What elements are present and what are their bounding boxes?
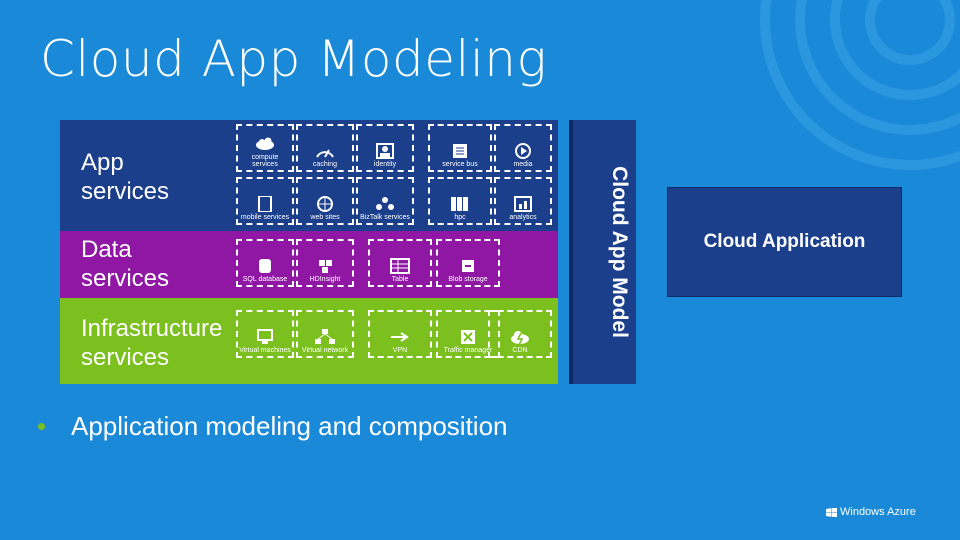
windows-flag-icon — [826, 507, 837, 517]
analytics-icon — [512, 196, 534, 212]
tile-label: caching — [312, 161, 338, 168]
tile-vpn[interactable]: VPN — [368, 310, 432, 358]
footer-logo-text: Windows Azure — [840, 506, 916, 518]
tile-label: mobile services — [240, 214, 290, 221]
tile-identity[interactable]: identity — [356, 124, 414, 172]
data-label-line2: services — [81, 265, 170, 292]
tile-traffic-manager[interactable]: Traffic manager — [436, 310, 500, 358]
sql-database-icon — [254, 258, 276, 274]
tile-media[interactable]: media — [494, 124, 552, 172]
infra-label-line1: Infrastructure — [81, 315, 223, 342]
page-title: Cloud App Modeling — [40, 30, 547, 88]
caching-icon — [314, 143, 336, 159]
tile-service-bus[interactable]: service bus — [428, 124, 492, 172]
hpc-icon — [449, 196, 471, 212]
tile-virtual-machines[interactable]: Virtual machines — [236, 310, 294, 358]
tile-analytics[interactable]: analytics — [494, 177, 552, 225]
biztalk-icon — [374, 196, 396, 212]
tile-label: compute services — [251, 154, 279, 168]
identity-icon — [374, 143, 396, 159]
tile-label: Virtual network — [301, 347, 349, 354]
tile-web-sites[interactable]: web sites — [296, 177, 354, 225]
tile-compute-services[interactable]: compute services — [236, 124, 294, 172]
table-icon — [389, 258, 411, 274]
tile-cdn[interactable]: CDN — [488, 310, 552, 358]
tile-label: Blob storage — [448, 276, 488, 283]
bullet-item: Application modeling and composition — [38, 411, 508, 442]
tile-table[interactable]: Table — [368, 239, 432, 287]
tile-label: media — [513, 161, 533, 168]
web-sites-icon — [314, 196, 336, 212]
tile-caching[interactable]: caching — [296, 124, 354, 172]
tile-label: analytics — [509, 214, 537, 221]
media-icon — [512, 143, 534, 159]
tile-label: CDN — [512, 347, 528, 354]
cloud-app-model-bar: Cloud App Model — [569, 120, 636, 384]
service-bus-icon — [449, 143, 471, 159]
tile-label: VPN — [392, 347, 408, 354]
blob-storage-icon — [457, 258, 479, 274]
cloud-app-model-label: Cloud App Model — [608, 166, 631, 338]
data-services-label: Data services — [81, 235, 169, 293]
background-arcs — [760, 0, 960, 170]
tile-label: web sites — [310, 214, 340, 221]
app-services-band: App services compute services caching id… — [60, 120, 558, 231]
infrastructure-services-band: Infrastructure services Virtual machines… — [60, 298, 558, 384]
app-label-line2: services — [81, 178, 170, 205]
tile-label: SQL database — [242, 276, 288, 283]
tile-label: Traffic manager — [443, 347, 493, 354]
bullet-text: Application modeling and composition — [71, 411, 508, 441]
infrastructure-services-label: Infrastructure services — [81, 314, 222, 372]
hdinsight-icon — [314, 258, 336, 274]
infra-label-line2: services — [81, 344, 170, 371]
tile-mobile-services[interactable]: mobile services — [236, 177, 294, 225]
tile-label: hpc — [454, 214, 466, 221]
traffic-manager-icon — [457, 329, 479, 345]
tile-sql-database[interactable]: SQL database — [236, 239, 294, 287]
app-services-label: App services — [81, 148, 169, 206]
tile-label: Virtual machines — [239, 347, 291, 354]
tile-hpc[interactable]: hpc — [428, 177, 492, 225]
tile-label: identity — [373, 161, 397, 168]
cloud-application-label: Cloud Application — [703, 231, 866, 252]
tile-label: Table — [391, 276, 409, 283]
cdn-icon — [509, 329, 531, 345]
vpn-icon — [389, 329, 411, 345]
bullet-dot-icon — [38, 423, 45, 430]
tile-label: BizTalk services — [360, 214, 410, 221]
tile-blob-storage[interactable]: Blob storage — [436, 239, 500, 287]
virtual-machines-icon — [254, 329, 276, 345]
mobile-icon — [254, 196, 276, 212]
cloud-application-box: Cloud Application — [667, 187, 902, 297]
virtual-network-icon — [314, 329, 336, 345]
tile-biztalk-services[interactable]: BizTalk services — [356, 177, 414, 225]
tile-label: service bus — [442, 161, 478, 168]
windows-azure-logo: Windows Azure — [826, 506, 916, 518]
tile-label: HDInsight — [309, 276, 341, 283]
compute-icon — [254, 136, 276, 152]
app-label-line1: App — [81, 149, 124, 176]
tile-virtual-network[interactable]: Virtual network — [296, 310, 354, 358]
tile-hdinsight[interactable]: HDInsight — [296, 239, 354, 287]
data-label-line1: Data — [81, 236, 132, 263]
data-services-band: Data services SQL database HDInsight Tab… — [60, 231, 558, 298]
